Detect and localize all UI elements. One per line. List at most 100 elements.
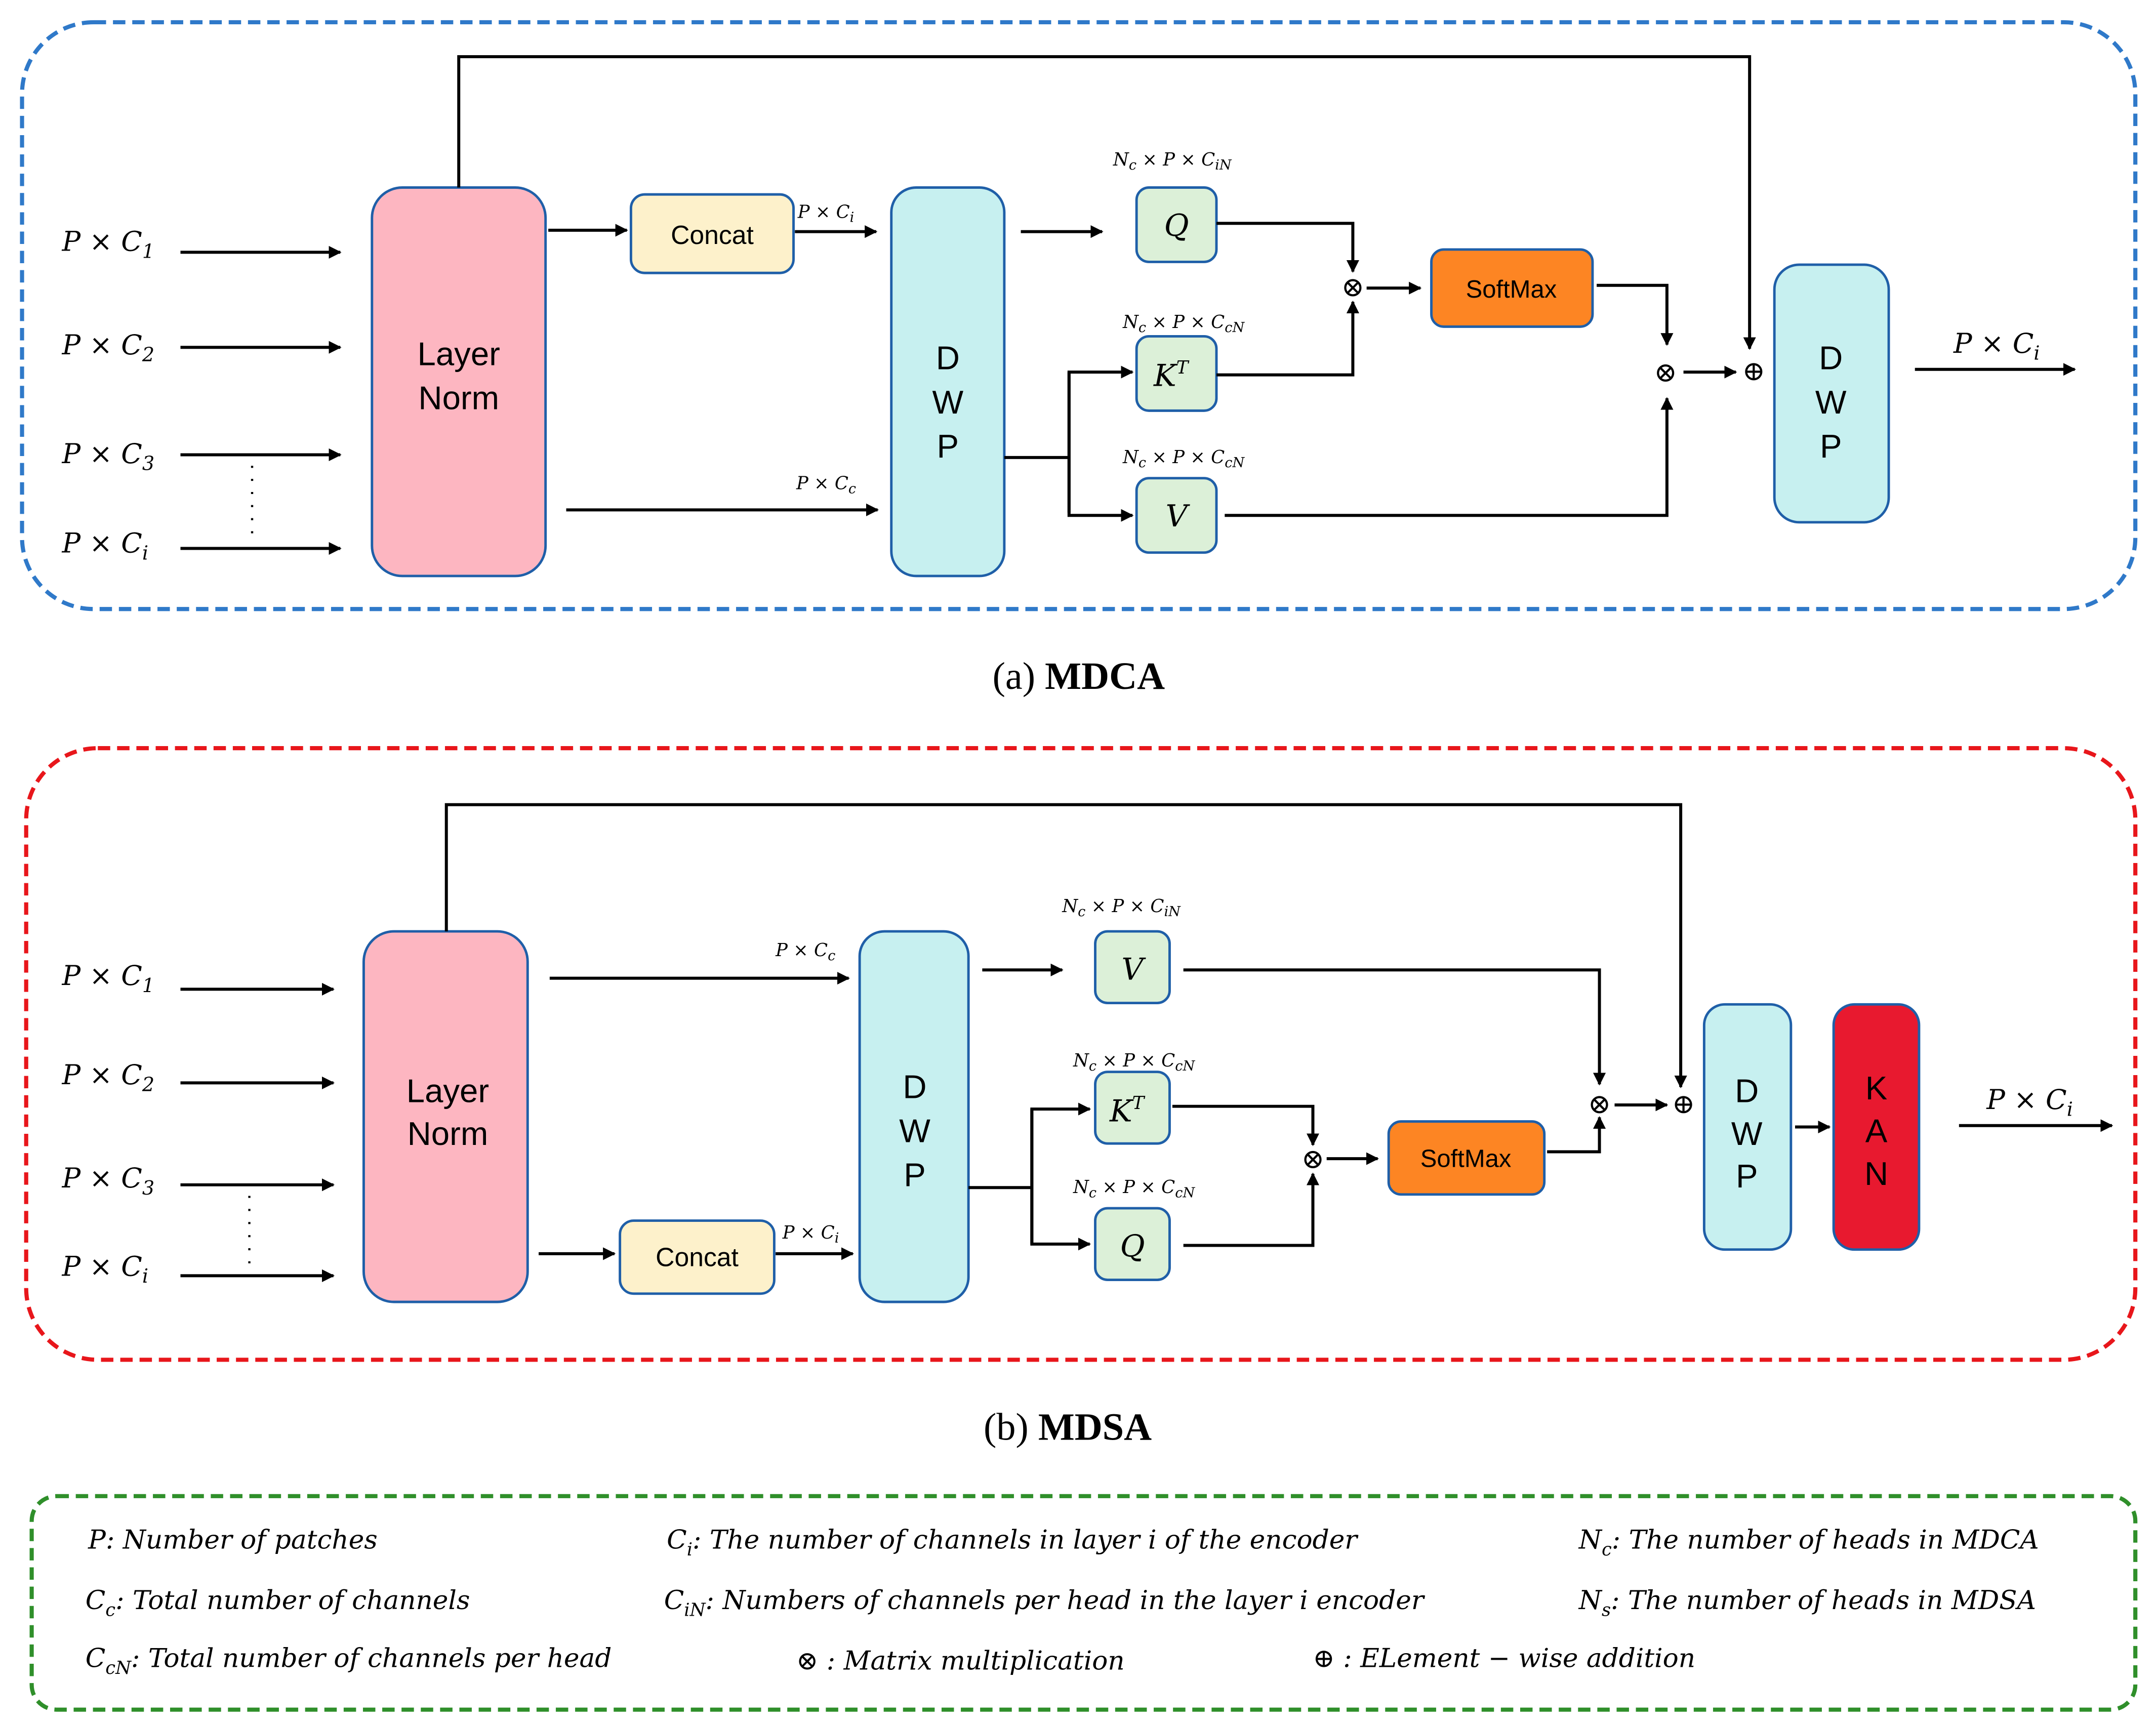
dwp-block <box>1773 263 1890 524</box>
matmul-icon: ⊗ <box>1588 1087 1611 1120</box>
dwp-letter: D <box>936 340 960 377</box>
v-dim-label: Nc × P × CiN <box>1062 896 1181 920</box>
legend-item: ⊕ : ELement − wise addition <box>1313 1643 1695 1673</box>
input-label: P × C1 <box>61 959 154 997</box>
dwp-letter: W <box>899 1112 930 1149</box>
kan-letter: K <box>1865 1070 1888 1106</box>
q-block <box>1094 1207 1171 1282</box>
kan-block <box>1832 1003 1921 1251</box>
softmax-label: SoftMax <box>1466 276 1557 303</box>
legend-item: Cc: Total number of channels <box>86 1585 470 1621</box>
dim-label: P × Ci <box>797 201 855 225</box>
k-dim-label: Nc × P × CcN <box>1073 1050 1196 1074</box>
dwp-block <box>890 186 1006 578</box>
svg-text:P × Ci: P × Ci <box>61 1250 148 1287</box>
add-icon: ⊕ <box>1313 1643 1334 1673</box>
k-to-matmul <box>1172 1104 1320 1146</box>
dim-label: P × Cc <box>775 940 835 964</box>
dwp-letter: W <box>1731 1115 1763 1152</box>
legend-item: Ns: The number of heads in MDSA <box>1578 1585 2036 1621</box>
input-label: P × C3 <box>61 437 154 475</box>
dwp-letter: D <box>1819 340 1843 377</box>
softmax-label: SoftMax <box>1420 1145 1512 1172</box>
arrow-to-q <box>1030 1109 1091 1251</box>
input-label: P × Ci <box>61 527 148 564</box>
v-block <box>1135 477 1218 554</box>
input-label: P × Ci <box>61 1250 148 1287</box>
v-label: V <box>1121 952 1146 987</box>
dim-label: P × Ci <box>782 1222 839 1246</box>
dwp-letter: W <box>932 384 964 421</box>
k-transpose-block <box>1094 1071 1171 1145</box>
layer-norm-label: Norm <box>418 380 499 417</box>
matmul-icon: ⊗ <box>796 1646 818 1676</box>
arrow-to-k <box>1067 365 1134 513</box>
softmax-to-matmul <box>1597 283 1674 346</box>
v-to-matmul <box>1225 397 1674 517</box>
dwp-letter: W <box>1815 384 1847 421</box>
dwp-letter: P <box>904 1157 926 1194</box>
dwp-letter: P <box>1820 428 1842 465</box>
panel-a-border <box>20 20 2138 611</box>
v-to-matmul <box>1183 968 1606 1086</box>
q-dim-label: Nc × P × CiN <box>1113 149 1232 173</box>
input-label: P × C2 <box>61 1058 154 1096</box>
layer-norm-label: Norm <box>408 1115 489 1152</box>
v-dim-label: Nc × P × CcN <box>1122 447 1245 471</box>
matmul-icon: ⊗ <box>1654 356 1677 388</box>
svg-text:P × C3: P × C3 <box>61 437 154 475</box>
caption-mdsa: (b) MDSA <box>984 1406 1152 1448</box>
dwp-letter: D <box>1735 1073 1759 1110</box>
skip-connection <box>457 55 1756 350</box>
v-block <box>1094 930 1171 1005</box>
output-label: P × Ci <box>1953 327 2040 364</box>
matmul-icon: ⊗ <box>1301 1142 1325 1175</box>
k-label: KT <box>1153 357 1190 393</box>
dwp-block <box>1702 1003 1793 1251</box>
caption-mdca: (a) MDCA <box>993 655 1165 697</box>
dwp-letter: P <box>1736 1158 1758 1195</box>
softmax-block <box>1430 248 1594 328</box>
legend-item: ⊗ : Matrix multiplication <box>796 1646 1125 1676</box>
legend-border <box>29 1494 2138 1712</box>
q-label: Q <box>1120 1228 1145 1264</box>
concat-label: Concat <box>671 220 754 250</box>
input-label: P × C2 <box>61 328 154 366</box>
layer-norm-label: Layer <box>406 1073 489 1110</box>
svg-text:P × C2: P × C2 <box>61 328 154 366</box>
dwp-letter: D <box>903 1068 926 1105</box>
k-to-matmul <box>1216 300 1359 377</box>
legend-item: Ci: The number of channels in layer i of… <box>667 1525 1359 1560</box>
kan-letter: N <box>1864 1155 1888 1192</box>
svg-text:P × Ci: P × Ci <box>61 527 148 564</box>
v-label: V <box>1165 499 1190 534</box>
k-label: KT <box>1109 1093 1146 1129</box>
q-dim-label: Nc × P × CcN <box>1073 1177 1196 1201</box>
svg-text:P × C1: P × C1 <box>61 225 154 263</box>
concat-block <box>619 1219 776 1295</box>
panel-mdca: P × C1 P × C2 P × C3 P × Ci Layer Norm C… <box>20 20 2138 611</box>
matmul-icon: ⊗ <box>1341 271 1365 303</box>
concat-block <box>629 193 795 274</box>
dwp-letter: P <box>937 428 959 465</box>
skip-connection <box>444 803 1687 1089</box>
legend-item: P: Number of patches <box>88 1525 378 1555</box>
k-dim-label: Nc × P × CcN <box>1122 312 1245 336</box>
q-label: Q <box>1164 208 1189 243</box>
layer-norm-label: Layer <box>418 336 500 373</box>
svg-text:P × C1: P × C1 <box>61 959 154 997</box>
svg-text:P × C2: P × C2 <box>61 1058 154 1096</box>
concat-label: Concat <box>656 1242 739 1271</box>
arrow-to-v <box>1067 372 1134 522</box>
kan-letter: A <box>1865 1112 1888 1149</box>
q-to-matmul <box>1183 1172 1320 1247</box>
input-label: P × C1 <box>61 225 154 263</box>
add-icon: ⊕ <box>1742 355 1766 387</box>
svg-text:P × C3: P × C3 <box>61 1162 154 1199</box>
add-icon: ⊕ <box>1672 1087 1695 1120</box>
softmax-block <box>1387 1120 1546 1196</box>
dwp-block <box>858 930 970 1303</box>
legend: P: Number of patches Ci: The number of c… <box>29 1494 2138 1712</box>
q-to-matmul <box>1216 222 1359 273</box>
